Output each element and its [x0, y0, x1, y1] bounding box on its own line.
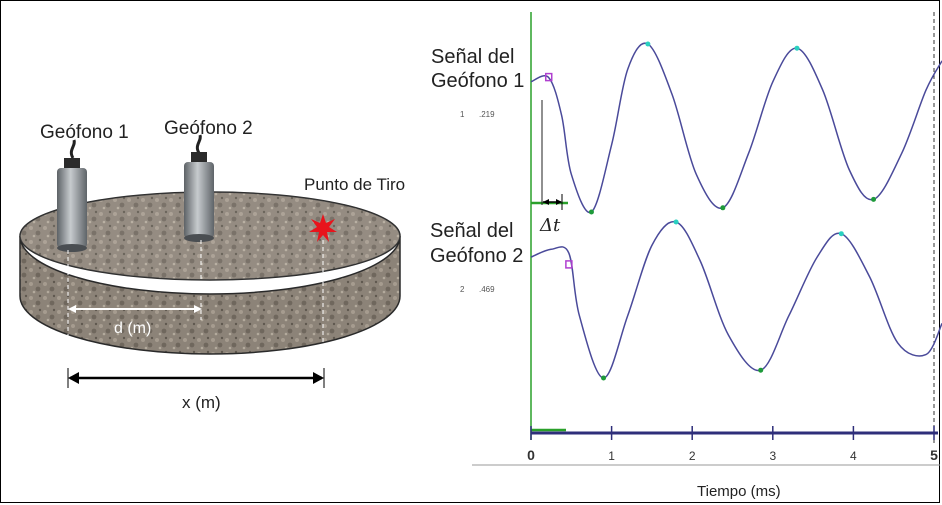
signal-2-small-value: .469	[479, 285, 495, 294]
trace-2-peak-dot	[673, 219, 679, 225]
x-tick-label: 1	[608, 449, 615, 463]
time-axis-title: Tiempo (ms)	[697, 483, 781, 500]
pick-marker-1	[544, 72, 553, 82]
trace-1-peak-dot	[645, 41, 651, 47]
signal-2-small-index: 2	[460, 285, 465, 294]
delta-t-label: Δt	[540, 215, 561, 236]
x-tick-label: 2	[689, 449, 696, 463]
rock-diagram	[19, 134, 401, 388]
signal-trace-2	[530, 220, 942, 379]
signal-1-small-index: 1	[460, 110, 465, 119]
signal-2-title-line2: Geófono 2	[430, 245, 524, 267]
signal-2-title-line1: Señal del	[430, 220, 514, 242]
signal-1-title-line2: Geófono 1	[431, 70, 525, 92]
x-distance-label: x (m)	[182, 393, 221, 412]
d-distance-arrow	[68, 305, 202, 313]
pick-marker-2	[565, 260, 573, 269]
geophone-1-label: Geófono 1	[40, 122, 129, 143]
x-tick-label: 3	[769, 449, 776, 463]
geophone-1-sensor	[57, 139, 87, 252]
trace-1-trough-dot	[871, 196, 877, 202]
x-tick-label: 0	[527, 447, 535, 463]
shot-point-label: Punto de Tiro	[304, 175, 406, 194]
x-tick-label: 4	[850, 449, 857, 463]
trace-2-trough-dot	[601, 375, 607, 381]
shot-point-icon	[309, 214, 337, 242]
x-distance-arrow	[67, 368, 325, 388]
trace-1-trough-dot	[588, 209, 594, 215]
trace-2-peak-dot	[838, 231, 844, 237]
signal-1-title-line1: Señal del	[431, 46, 515, 68]
geophone-2-sensor	[184, 134, 214, 242]
signal-1-small-value: .219	[479, 110, 495, 119]
x-tick-label: 5	[930, 447, 938, 463]
rock-cylinder-body	[19, 235, 401, 355]
geophone-2-label: Geófono 2	[164, 118, 253, 139]
trace-2-trough-dot	[758, 367, 764, 373]
d-distance-label: d (m)	[114, 320, 152, 337]
trace-1-trough-dot	[720, 205, 726, 211]
trace-1-peak-dot	[794, 45, 800, 51]
signal-trace-1	[530, 42, 942, 214]
